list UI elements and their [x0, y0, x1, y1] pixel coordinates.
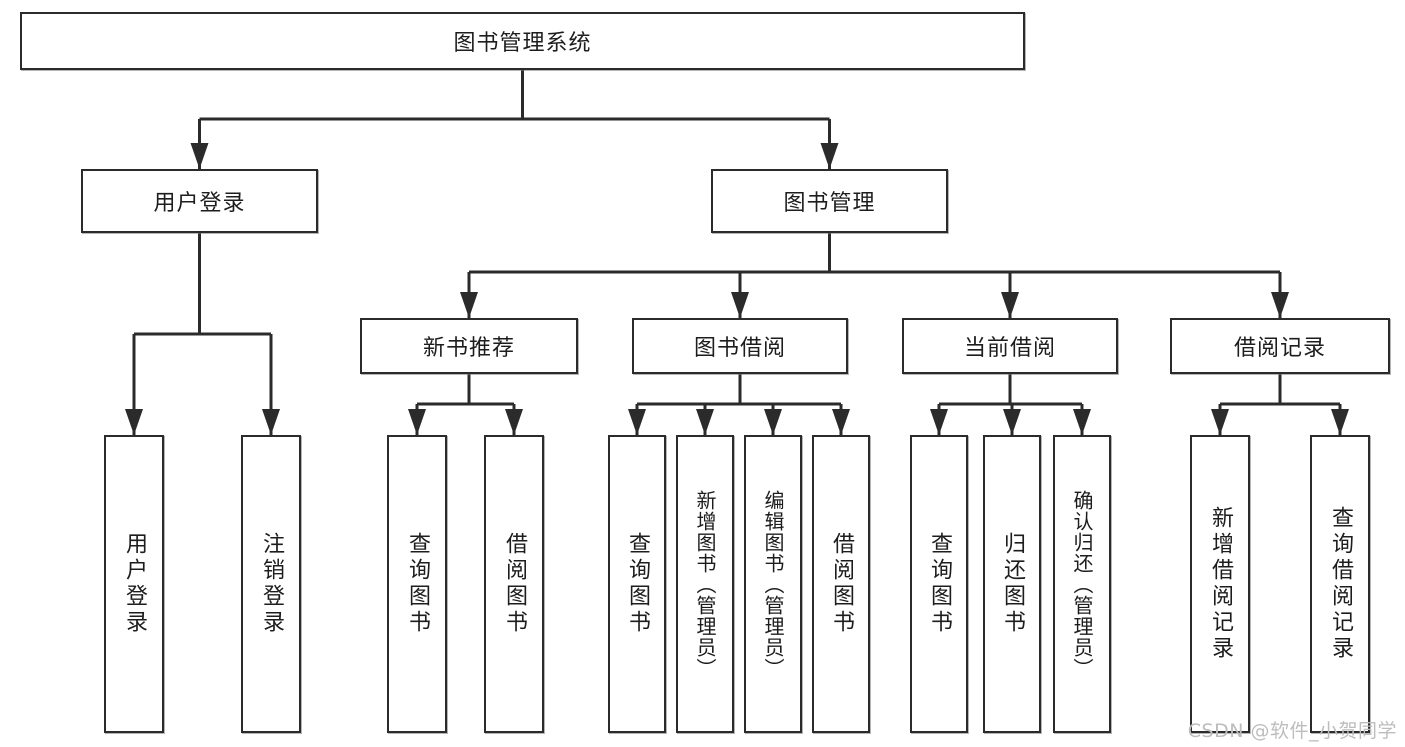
arrowhead-leaf-bor-4 [832, 409, 850, 435]
node-label-leaf-bor-1: 查询图书 [625, 532, 650, 636]
node-label-leaf-rec-2: 查询借阅记录 [1328, 506, 1353, 662]
node-root[interactable]: 图书管理系统 [20, 12, 1025, 70]
node-leaf-bor-1[interactable]: 查询图书 [608, 435, 666, 733]
arrowhead-leaf-bor-2 [696, 409, 714, 435]
arrowhead-leaf-new-2 [505, 409, 523, 435]
arrowhead-records [1271, 292, 1289, 318]
node-label-leaf-rec-1: 新增借阅记录 [1208, 506, 1233, 662]
node-label-leaf-bor-4: 借阅图书 [829, 532, 854, 636]
node-leaf-bor-2[interactable]: 新增图书（管理员） [676, 435, 734, 733]
node-bookmgmt[interactable]: 图书管理 [711, 169, 948, 233]
node-label-leaf-cur-1: 查询图书 [927, 532, 952, 636]
node-label-leaf-cur-3: 确认归还（管理员） [1070, 489, 1094, 679]
node-leaf-login-1[interactable]: 用户登录 [104, 435, 164, 733]
node-leaf-bor-3[interactable]: 编辑图书（管理员） [744, 435, 802, 733]
node-label-records: 借阅记录 [1233, 336, 1326, 361]
node-leaf-cur-2[interactable]: 归还图书 [983, 435, 1041, 733]
arrowhead-leaf-login-1 [125, 409, 143, 435]
arrowhead-leaf-cur-2 [1003, 409, 1021, 435]
arrowhead-leaf-bor-3 [764, 409, 782, 435]
arrowhead-bookmgmt [820, 143, 839, 169]
node-label-leaf-login-1: 用户登录 [122, 532, 147, 636]
node-leaf-bor-4[interactable]: 借阅图书 [812, 435, 870, 733]
node-label-leaf-cur-2: 归还图书 [1000, 532, 1025, 636]
node-borrow[interactable]: 图书借阅 [632, 318, 848, 374]
arrowhead-leaf-bor-1 [628, 409, 646, 435]
node-label-leaf-new-1: 查询图书 [405, 532, 430, 636]
node-label-leaf-new-2: 借阅图书 [502, 532, 527, 636]
arrowhead-leaf-cur-3 [1073, 409, 1091, 435]
arrowhead-login [190, 143, 209, 169]
node-label-bookmgmt: 图书管理 [783, 191, 876, 216]
arrowhead-leaf-rec-1 [1211, 409, 1229, 435]
node-label-root: 图书管理系统 [453, 31, 592, 56]
node-label-leaf-login-2: 注销登录 [259, 532, 284, 636]
node-records[interactable]: 借阅记录 [1170, 318, 1390, 374]
node-leaf-new-1[interactable]: 查询图书 [387, 435, 447, 733]
arrowhead-leaf-login-2 [262, 409, 280, 435]
node-label-newbook: 新书推荐 [422, 336, 515, 361]
node-newbook[interactable]: 新书推荐 [360, 318, 578, 374]
node-leaf-cur-1[interactable]: 查询图书 [910, 435, 968, 733]
arrowhead-leaf-new-1 [408, 409, 426, 435]
node-label-login: 用户登录 [153, 191, 246, 216]
node-leaf-login-2[interactable]: 注销登录 [241, 435, 301, 733]
arrowhead-current [1001, 292, 1019, 318]
node-label-current: 当前借阅 [963, 336, 1056, 361]
arrowhead-borrow [731, 292, 749, 318]
node-login[interactable]: 用户登录 [81, 169, 318, 233]
node-label-leaf-bor-2: 新增图书（管理员） [693, 489, 717, 679]
node-label-leaf-bor-3: 编辑图书（管理员） [761, 489, 785, 679]
node-leaf-cur-3[interactable]: 确认归还（管理员） [1053, 435, 1111, 733]
arrowhead-leaf-cur-1 [930, 409, 948, 435]
node-leaf-rec-2[interactable]: 查询借阅记录 [1310, 435, 1370, 733]
node-leaf-new-2[interactable]: 借阅图书 [484, 435, 544, 733]
node-current[interactable]: 当前借阅 [902, 318, 1118, 374]
watermark-text: CSDN @软件_小贺同学 [1187, 720, 1397, 742]
node-label-borrow: 图书借阅 [693, 336, 786, 361]
arrowhead-newbook [460, 292, 478, 318]
arrowhead-leaf-rec-2 [1331, 409, 1349, 435]
node-leaf-rec-1[interactable]: 新增借阅记录 [1190, 435, 1250, 733]
